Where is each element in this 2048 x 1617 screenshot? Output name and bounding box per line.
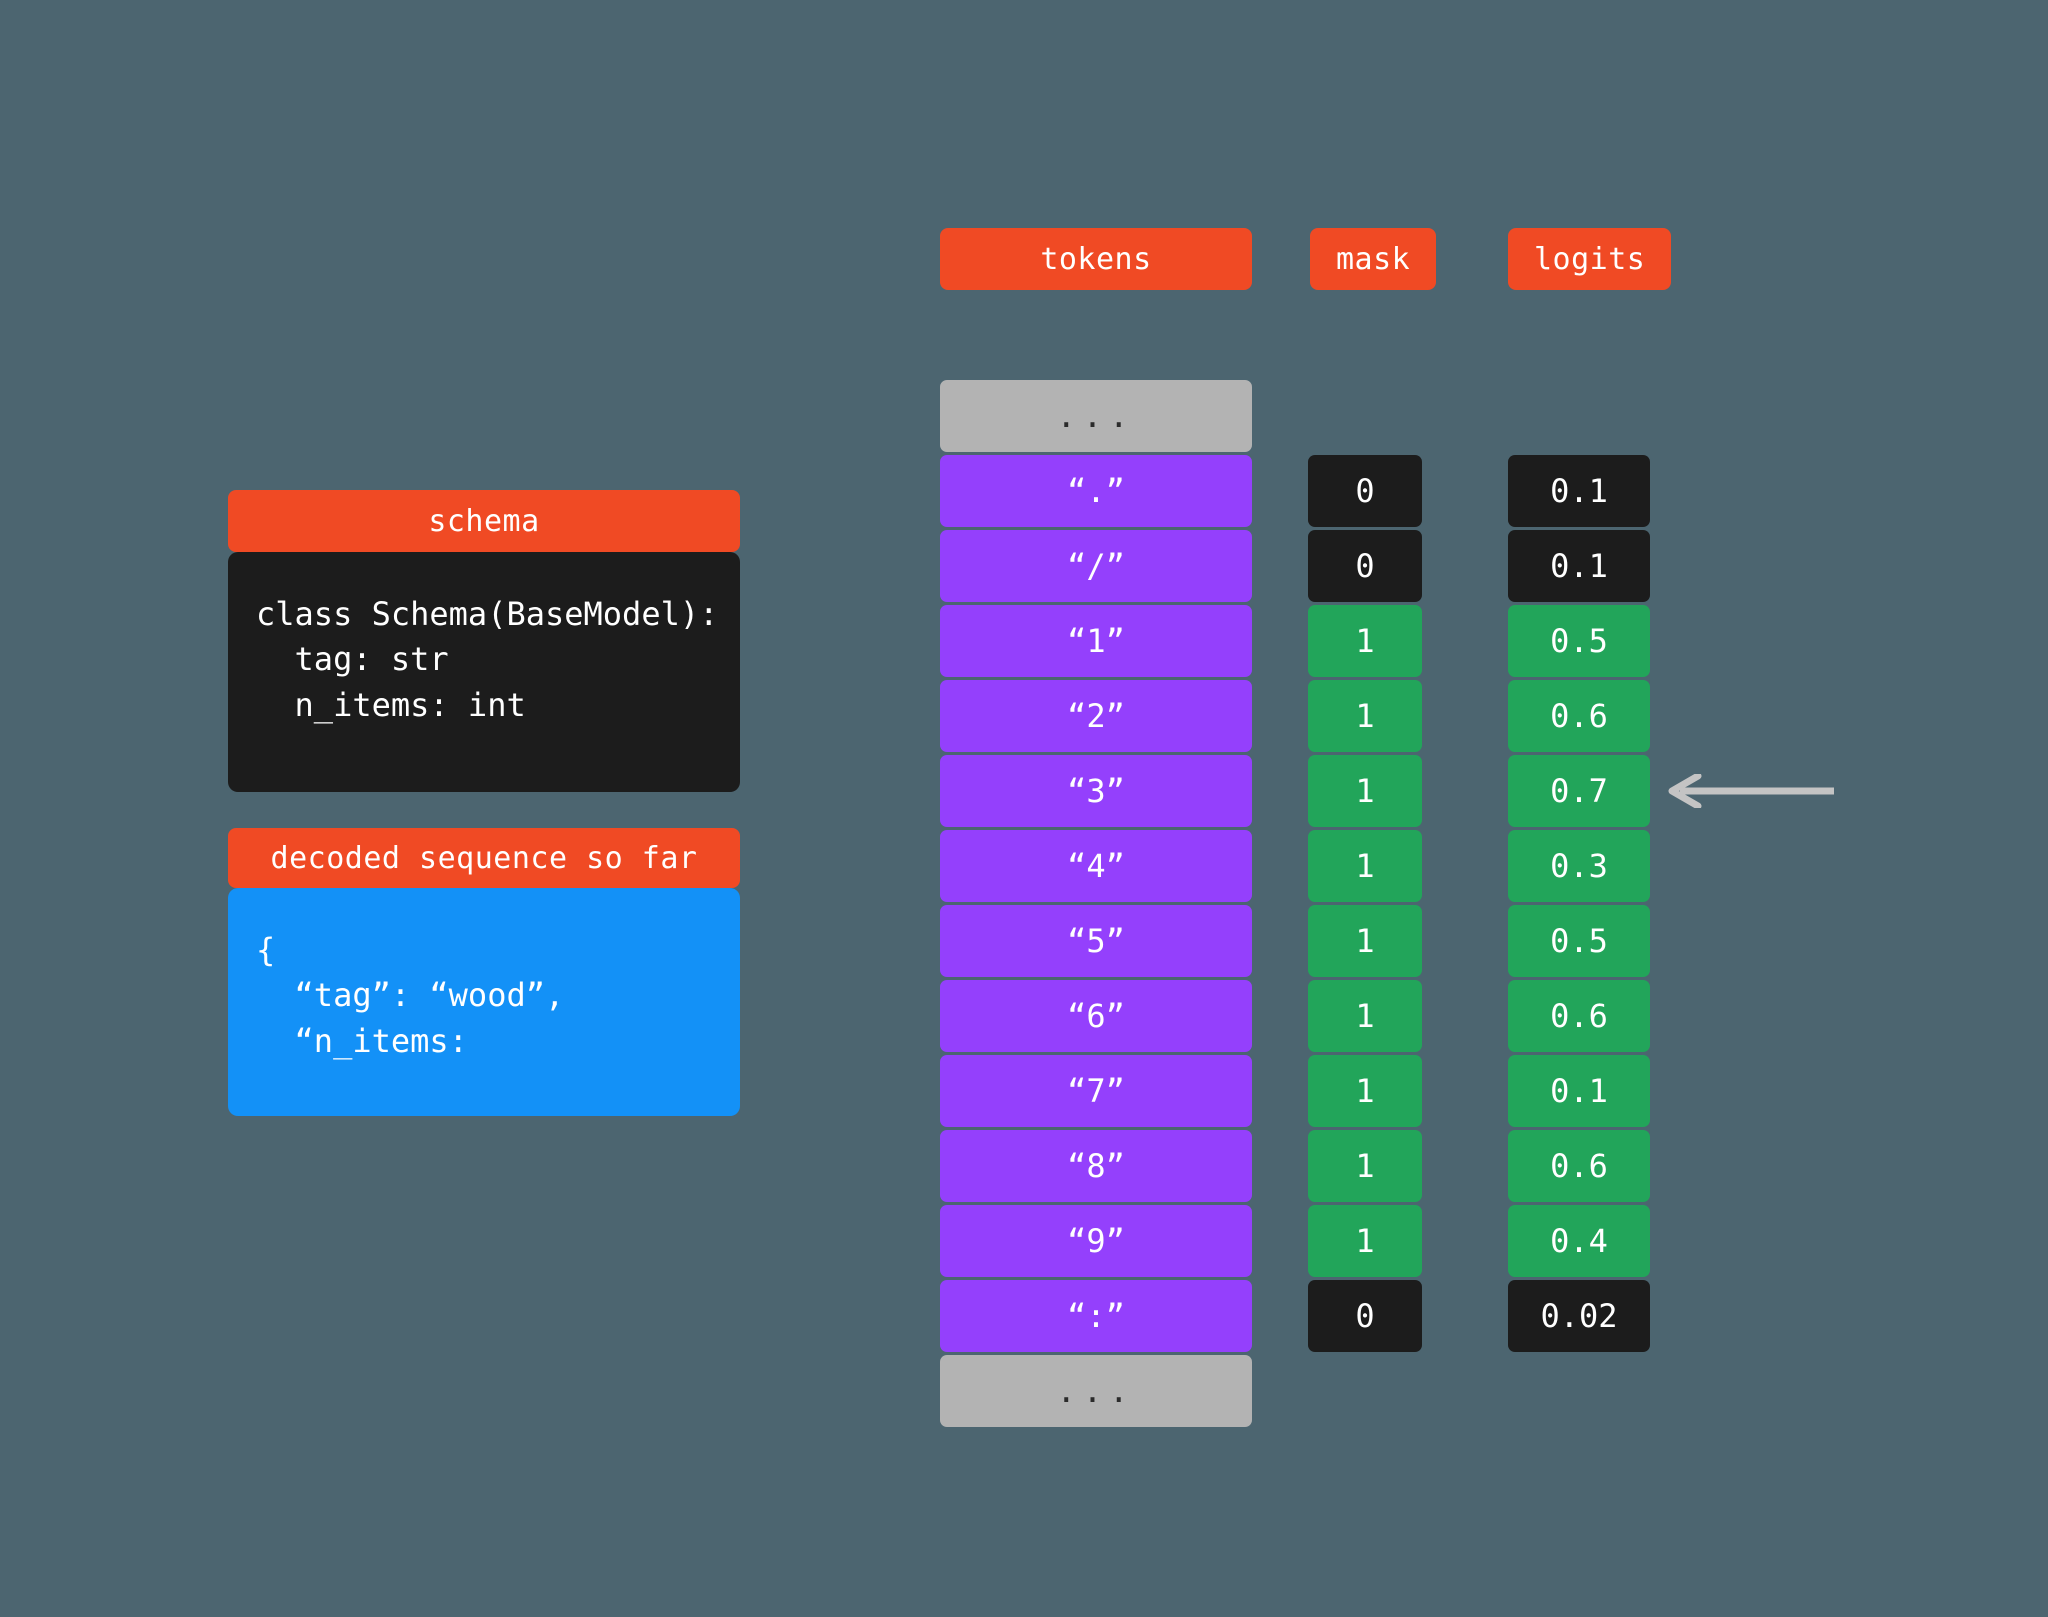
mask-cell: 1: [1308, 605, 1422, 677]
logit-cell: 0.5: [1508, 605, 1650, 677]
schema-code-block: class Schema(BaseModel): tag: str n_item…: [228, 552, 740, 792]
mask-cell: 1: [1308, 755, 1422, 827]
logit-cell: 0.5: [1508, 905, 1650, 977]
mask-cell: 1: [1308, 905, 1422, 977]
logit-cell: 0.4: [1508, 1205, 1650, 1277]
mask-cell: 1: [1308, 1205, 1422, 1277]
decoded-sequence-panel: decoded sequence so far { “tag”: “wood”,…: [228, 828, 740, 1116]
token-cell: “.”: [940, 455, 1252, 527]
decoded-sequence-code-block: { “tag”: “wood”, “n_items:: [228, 888, 740, 1116]
logit-cell: 0.6: [1508, 1130, 1650, 1202]
logit-cell: 0.1: [1508, 455, 1650, 527]
mask-cell: 1: [1308, 1130, 1422, 1202]
logit-cell: 0.6: [1508, 680, 1650, 752]
token-cell: “:”: [940, 1280, 1252, 1352]
token-cell: “/”: [940, 530, 1252, 602]
token-cell: “9”: [940, 1205, 1252, 1277]
logit-cell: 0.1: [1508, 530, 1650, 602]
token-cell: “8”: [940, 1130, 1252, 1202]
token-cell: “2”: [940, 680, 1252, 752]
mask-cell: 1: [1308, 830, 1422, 902]
token-ellipsis-cell: ...: [940, 1355, 1252, 1427]
logit-cell: 0.7: [1508, 755, 1650, 827]
mask-cell: 0: [1308, 455, 1422, 527]
logit-cell: 0.02: [1508, 1280, 1650, 1352]
column-header-logits: logits: [1508, 228, 1672, 290]
mask-cell: 1: [1308, 980, 1422, 1052]
token-cell: “7”: [940, 1055, 1252, 1127]
column-header-mask: mask: [1310, 228, 1437, 290]
mask-cell: 1: [1308, 680, 1422, 752]
token-cell: “3”: [940, 755, 1252, 827]
logit-cell: 0.6: [1508, 980, 1650, 1052]
logit-cell: 0.1: [1508, 1055, 1650, 1127]
column-header-tokens: tokens: [940, 228, 1252, 290]
mask-cell: 0: [1308, 530, 1422, 602]
token-cell: “1”: [940, 605, 1252, 677]
token-cell: “6”: [940, 980, 1252, 1052]
mask-cell: 0: [1308, 1280, 1422, 1352]
token-ellipsis-cell: ...: [940, 380, 1252, 452]
logit-cell: 0.3: [1508, 830, 1650, 902]
mask-cell: 1: [1308, 1055, 1422, 1127]
decoded-sequence-title: decoded sequence so far: [228, 828, 740, 888]
schema-panel: schema class Schema(BaseModel): tag: str…: [228, 490, 740, 792]
token-cell: “5”: [940, 905, 1252, 977]
schema-panel-title: schema: [228, 490, 740, 552]
token-cell: “4”: [940, 830, 1252, 902]
selected-row-arrow: [1668, 774, 1834, 808]
